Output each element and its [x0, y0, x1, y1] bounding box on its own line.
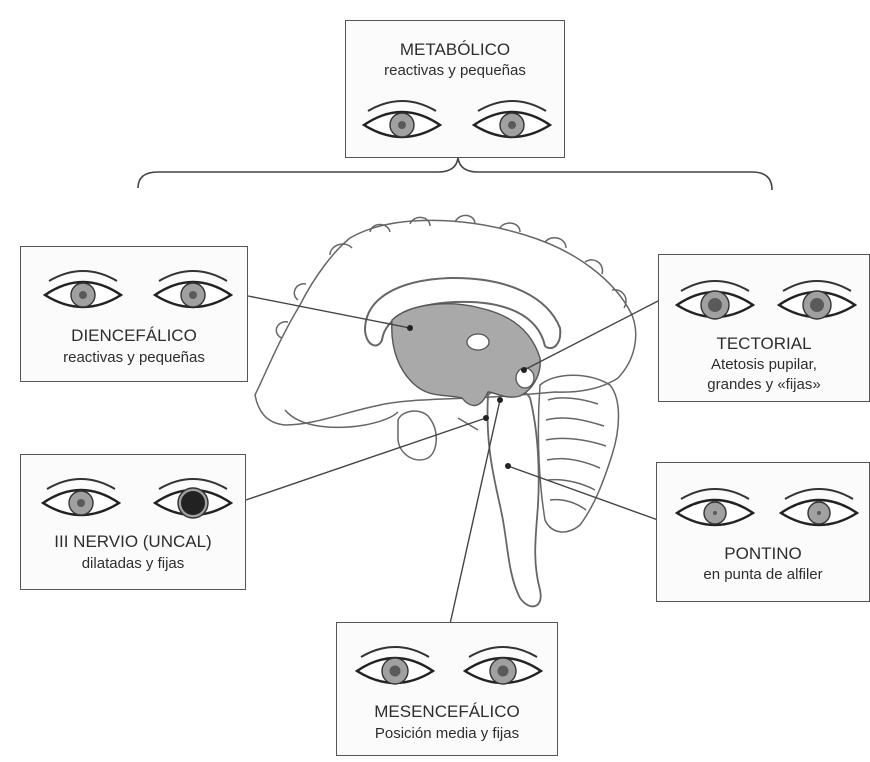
tectorial-eyes — [659, 277, 869, 323]
cerebellum-folia — [546, 398, 606, 510]
eye-icon — [777, 277, 857, 323]
temporal-lobe-edge — [285, 410, 398, 427]
diencefalico-eyes — [21, 267, 247, 313]
connector-tectorial — [524, 300, 660, 370]
eye-icon — [355, 643, 435, 689]
dot-tectorial — [521, 367, 527, 373]
metabolico-subtitle: reactivas y pequeñas — [346, 60, 564, 81]
brace — [138, 158, 772, 190]
mesencefalico-eyes — [337, 643, 557, 689]
tectorial-subtitle-2: grandes y «fijas» — [659, 374, 869, 395]
eye-icon — [675, 277, 755, 323]
uncal-box: III NERVIO (UNCAL) dilatadas y fijas — [20, 454, 246, 590]
mesencefalico-box: MESENCEFÁLICO Posición media y fijas — [336, 622, 558, 756]
connector-diencefalico — [248, 296, 410, 328]
metabolico-eyes — [346, 97, 564, 143]
dot-mesencefalico — [497, 397, 503, 403]
uncal-subtitle: dilatadas y fijas — [21, 553, 245, 574]
eye-icon — [153, 475, 233, 521]
eye-icon — [153, 267, 233, 313]
eye-icon — [675, 485, 755, 531]
mesencefalico-title: MESENCEFÁLICO — [337, 701, 557, 722]
eye-icon — [472, 97, 552, 143]
pontino-box: PONTINO en punta de alfiler — [656, 462, 870, 602]
connector-mesencefalico — [450, 400, 500, 624]
diencefalico-box: DIENCEFÁLICO reactivas y pequeñas — [20, 246, 248, 382]
connector-pontino — [508, 466, 658, 520]
mesencefalico-subtitle: Posición media y fijas — [337, 723, 557, 744]
diencefalico-subtitle: reactivas y pequeñas — [21, 347, 247, 368]
pontino-subtitle: en punta de alfiler — [657, 564, 869, 585]
metabolico-box: METABÓLICO reactivas y pequeñas — [345, 20, 565, 158]
dot-uncal — [483, 415, 489, 421]
eye-icon — [362, 97, 442, 143]
hypophysis — [398, 411, 436, 460]
tectorial-title: TECTORIAL — [659, 333, 869, 354]
eye-icon — [41, 475, 121, 521]
eye-icon — [463, 643, 543, 689]
diencefalico-title: DIENCEFÁLICO — [21, 325, 247, 346]
metabolico-title: METABÓLICO — [346, 39, 564, 60]
tectorial-box: TECTORIAL Atetosis pupilar, grandes y «f… — [658, 254, 870, 402]
pontino-eyes — [657, 485, 869, 531]
eye-icon — [43, 267, 123, 313]
dot-diencefalico — [407, 325, 413, 331]
uncal-eyes — [21, 475, 245, 521]
uncal-title: III NERVIO (UNCAL) — [21, 531, 245, 552]
interthalamic-adhesion — [467, 334, 489, 350]
eye-icon — [779, 485, 859, 531]
connector-uncal — [246, 418, 486, 500]
brain-section — [255, 215, 636, 606]
tectorial-subtitle: Atetosis pupilar, — [659, 354, 869, 375]
shaded-diencephalon — [392, 304, 541, 406]
pontino-title: PONTINO — [657, 543, 869, 564]
dot-pontino — [505, 463, 511, 469]
